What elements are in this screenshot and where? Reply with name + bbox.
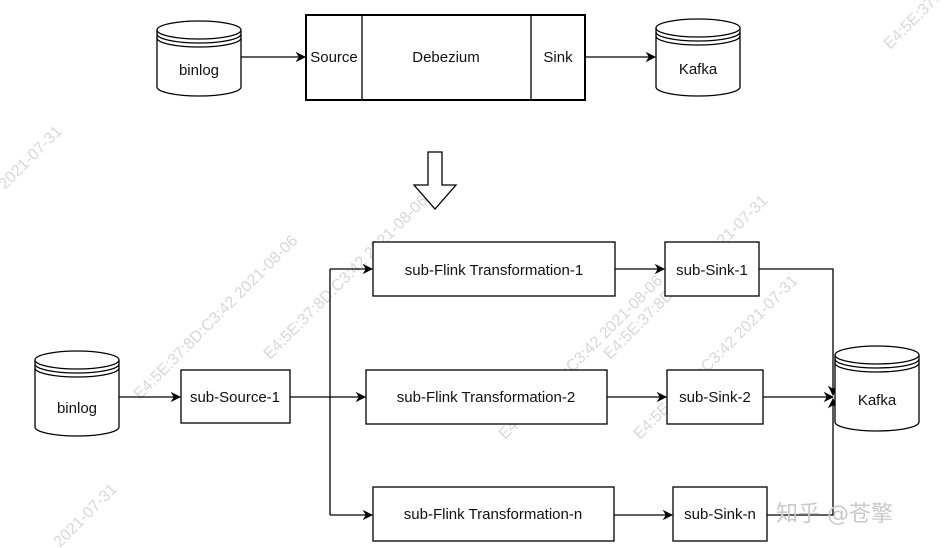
sink-label: sub-Sink-2 [679, 389, 751, 406]
fan-out-connectors [290, 263, 374, 521]
watermark-stamp: 2021-07-31 [51, 481, 121, 548]
sink-box: sub-Sink-1 [664, 241, 760, 297]
transformation-label: sub-Flink Transformation-n [404, 506, 582, 523]
top-binlog-database: binlog [156, 20, 242, 97]
sub-source-label: sub-Source-1 [190, 389, 280, 406]
top-kafka-label: Kafka [679, 61, 718, 78]
fan-in-connectors [759, 268, 839, 516]
watermark-stamp: E4:5E:37:8D:C3:42 2021-08-06 [881, 0, 946, 53]
bottom-binlog-label: binlog [57, 400, 97, 417]
top-kafka-database: Kafka [655, 18, 741, 97]
source-stage-label: Source [310, 49, 358, 66]
transformation-box: sub-Flink Transformation-2 [365, 369, 608, 425]
debezium-label: Debezium [412, 49, 480, 66]
sink-label: sub-Sink-1 [676, 262, 748, 279]
sub-source-box: sub-Source-1 [180, 369, 291, 424]
transformation-label: sub-Flink Transformation-2 [397, 389, 575, 406]
sink-box: sub-Sink-n [672, 486, 768, 542]
transformation-box: sub-Flink Transformation-1 [372, 241, 616, 297]
debezium-connector: Source Debezium Sink [305, 14, 586, 101]
transformation-box: sub-Flink Transformation-n [372, 486, 615, 542]
bottom-kafka-label: Kafka [858, 392, 897, 409]
top-binlog-label: binlog [179, 62, 219, 79]
sink-stage-label: Sink [543, 49, 573, 66]
watermark-stamp: 2021-07-31 [0, 123, 66, 193]
brand-watermark: 知乎 @苍擎 [776, 502, 893, 527]
bottom-kafka-database: Kafka [834, 345, 920, 432]
transformation-label: sub-Flink Transformation-1 [405, 262, 583, 279]
sink-label: sub-Sink-n [684, 506, 756, 523]
sink-box: sub-Sink-2 [666, 369, 764, 425]
bottom-binlog-database: binlog [34, 350, 120, 437]
transform-down-arrow-icon [412, 151, 458, 210]
